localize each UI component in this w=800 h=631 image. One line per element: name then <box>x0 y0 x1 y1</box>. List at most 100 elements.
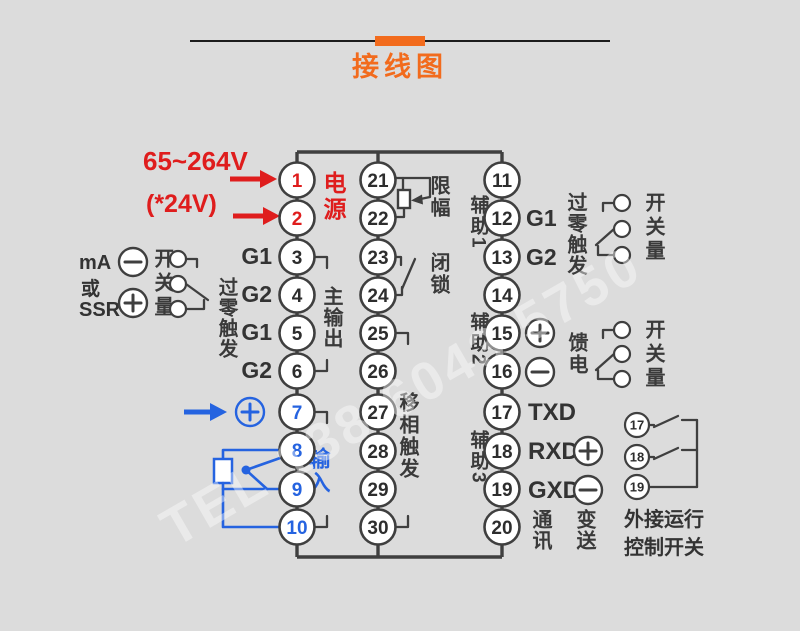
terminal-number: 9 <box>292 480 303 501</box>
switch-top-hook <box>184 257 199 269</box>
transmit-label: 变送 <box>573 508 596 551</box>
terminal-number: 3 <box>292 248 303 269</box>
switch-blade <box>594 352 616 372</box>
ext-circle-18-number: 18 <box>630 450 644 465</box>
ext-circle-19-number: 19 <box>630 480 644 495</box>
terminal-number: 18 <box>491 442 512 463</box>
sensor-input-wiring <box>184 396 285 529</box>
switch-contact-circle <box>612 193 632 213</box>
potentiometer-wiper-wire <box>394 176 432 201</box>
ssr-label: SSR <box>79 299 121 321</box>
header-accent-bar <box>375 36 425 46</box>
terminal-number: 2 <box>292 209 303 230</box>
switch-label-left: 开关量 <box>151 248 174 320</box>
terminal-circle-11 <box>483 161 521 199</box>
ma-label: mA <box>79 252 111 274</box>
terminal-circle-28 <box>359 432 397 470</box>
zero-cross-label-left: 过零触发 <box>215 277 239 359</box>
potentiometer-bottom-lead <box>394 206 406 219</box>
terminal-circle-16 <box>483 352 521 390</box>
switch-contact-circle <box>168 249 188 269</box>
switch-icon-left <box>168 249 210 319</box>
terminal-circle-4 <box>278 276 316 314</box>
terminal-number: 12 <box>491 209 512 230</box>
main-output-label: 主输出 <box>320 285 343 349</box>
voltage-alt-label: (*24V) <box>146 190 217 218</box>
terminal-circle-18 <box>483 432 521 470</box>
terminal-number: 13 <box>491 248 512 269</box>
terminal-number: 1 <box>292 171 303 192</box>
zero-cross-label-right: 过零触发 <box>564 192 588 276</box>
input-arrow-head <box>210 403 227 421</box>
terminal-circle-20 <box>483 508 521 546</box>
switch-contact-circle <box>168 299 188 319</box>
terminal-number: 22 <box>367 209 388 230</box>
terminal-circle-29 <box>359 470 397 508</box>
terminal-circle-6 <box>278 352 316 390</box>
voltage-label: 65~264V <box>143 146 248 176</box>
terminal-number: 8 <box>292 441 303 462</box>
plus-icon <box>578 441 598 461</box>
switch-top-hook <box>601 201 616 213</box>
g1-label-t3: G1 <box>241 243 272 269</box>
ext-switch-17-blade <box>647 414 699 429</box>
terminal-circle-14 <box>483 276 521 314</box>
terminal-number: 5 <box>292 324 303 345</box>
switch-blade <box>184 282 210 302</box>
header: 接线图 <box>190 36 610 82</box>
interlock-blade <box>400 257 417 291</box>
power-arrow1-head <box>260 170 277 188</box>
gate-labels-left: G1 G2 G1 G2 主输出 输入 <box>241 243 343 495</box>
terminal-number: 29 <box>367 480 388 501</box>
plus-icon <box>123 293 143 313</box>
external-run-control-switch: 17 18 19 外接运行 控制开关 <box>623 411 704 559</box>
terminal-number: 4 <box>292 286 303 307</box>
ext-switch-label-line2: 控制开关 <box>624 535 704 559</box>
power-label: 电源 <box>320 171 347 223</box>
sensor-lead-to-10 <box>221 481 282 529</box>
g2-label-t6: G2 <box>241 357 272 383</box>
g1-label-t12: G1 <box>526 205 557 231</box>
power-arrow2-head <box>263 207 280 225</box>
terminal-circle-1 <box>278 161 316 199</box>
power-annotations: 65~264V (*24V) 电源 <box>143 146 347 225</box>
switch-top-hook <box>601 328 616 340</box>
right-column-labels: 辅助1 辅助2 辅助3 G1 G2 馈电 TXD RXD GXD 通讯 变送 过… <box>468 192 604 551</box>
terminal-number: 26 <box>367 362 388 383</box>
interlock-label: 闭锁 <box>427 252 450 296</box>
terminal-column-left: 1 2 3 4 5 6 7 8 9 10 <box>278 161 316 546</box>
junction-dot <box>241 465 251 475</box>
switch-contact-circle <box>168 274 188 294</box>
terminal-number: 23 <box>367 248 388 269</box>
switch-icon-right-top <box>594 193 632 265</box>
terminal-circle-26 <box>359 352 397 390</box>
terminal-circle-22 <box>359 199 397 237</box>
switch-bottom-hook <box>184 298 206 311</box>
ext-switch-18-blade <box>647 446 699 461</box>
limit-label: 限幅 <box>427 175 450 219</box>
feed-label: 馈电 <box>565 331 588 376</box>
terminal-circle-23 <box>359 238 397 276</box>
switch-contact-circle <box>612 320 632 340</box>
terminal-circle-30 <box>359 508 397 546</box>
switch-bottom-hook <box>596 368 616 381</box>
terminal-circle-15 <box>483 314 521 352</box>
terminal-number: 24 <box>367 286 389 307</box>
ma-ssr-block: mA 或 SSR 开关量 过零触发 <box>79 246 239 359</box>
terminal-circle-25 <box>359 314 397 352</box>
middle-column-labels: 限幅 闭锁 移相触发 <box>396 175 450 480</box>
switch-contact-circle <box>612 344 632 364</box>
aux2-label: 辅助2 <box>468 311 490 367</box>
plus-circle-input <box>234 396 266 428</box>
terminal-circle-9 <box>278 470 316 508</box>
terminal-number: 16 <box>491 362 512 383</box>
txd-label: TXD <box>528 399 576 426</box>
terminal-number: 21 <box>367 171 389 192</box>
terminal-circle-12 <box>483 199 521 237</box>
terminal-number: 19 <box>491 480 512 501</box>
terminal-circle-7 <box>278 393 316 431</box>
switch-blade <box>594 227 616 247</box>
switch-bottom-hook <box>596 244 616 257</box>
